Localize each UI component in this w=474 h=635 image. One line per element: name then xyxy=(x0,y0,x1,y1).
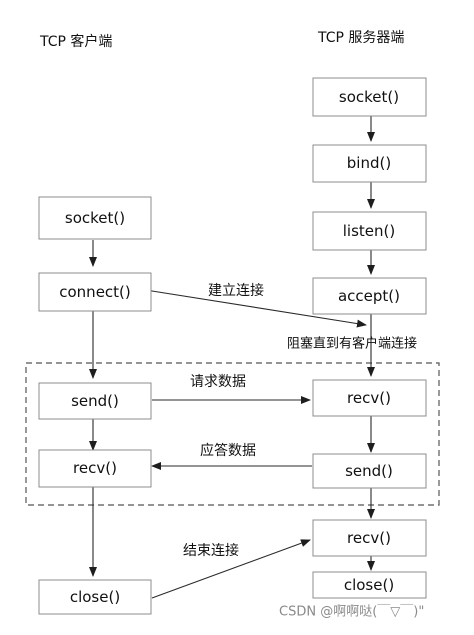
client-close-node: close() xyxy=(38,579,152,615)
server-listen-node: listen() xyxy=(312,211,427,251)
server-listen-label: listen() xyxy=(343,222,395,240)
client-connect-label: connect() xyxy=(59,283,131,301)
server-recv-second-label: recv() xyxy=(347,529,391,547)
server-recv-label: recv() xyxy=(347,389,391,407)
blocking-note: 阻塞直到有客户端连接 xyxy=(287,336,417,352)
server-bind-label: bind() xyxy=(347,154,391,172)
request-label: 请求数据 xyxy=(190,374,246,390)
data-exchange-region xyxy=(25,362,440,506)
csdn-watermark: CSDN @啊啊哒(￣▽￣)" xyxy=(279,604,424,620)
client-heading: TCP 客户端 xyxy=(39,33,112,50)
server-socket-label: socket() xyxy=(339,88,399,106)
client-socket-node: socket() xyxy=(38,196,152,240)
server-send-label: send() xyxy=(345,462,393,480)
disconnect-label: 结束连接 xyxy=(183,542,239,559)
client-socket-label: socket() xyxy=(65,209,125,227)
server-heading: TCP 服务器端 xyxy=(317,30,404,46)
server-recv-second-node: recv() xyxy=(312,519,427,557)
server-close-label: close() xyxy=(344,576,394,594)
server-recv-node: recv() xyxy=(312,379,427,417)
server-accept-node: accept() xyxy=(312,277,427,315)
disconnect-arrow xyxy=(151,539,311,599)
connect-handshake-arrow xyxy=(142,285,367,328)
client-send-label: send() xyxy=(71,392,119,410)
server-close-node: close() xyxy=(312,571,427,599)
server-send-node: send() xyxy=(312,453,427,489)
connect-label: 建立连接 xyxy=(208,282,264,299)
server-socket-node: socket() xyxy=(312,77,427,117)
client-send-node: send() xyxy=(38,382,152,420)
response-label: 应答数据 xyxy=(200,442,256,459)
server-bind-node: bind() xyxy=(312,144,427,183)
client-recv-label: recv() xyxy=(73,459,117,477)
client-close-label: close() xyxy=(70,588,120,606)
client-connect-node: connect() xyxy=(38,272,152,312)
server-accept-label: accept() xyxy=(338,287,400,305)
client-recv-node: recv() xyxy=(38,449,152,488)
